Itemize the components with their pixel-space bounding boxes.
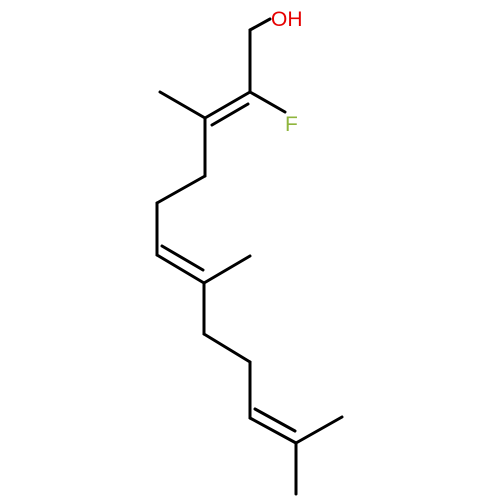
bond-c3-methyl bbox=[158, 90, 207, 120]
bond-c11-methyl-a bbox=[294, 415, 344, 445]
double-bond-c6-c7 bbox=[155, 253, 206, 285]
double-bond-c2-c3 bbox=[203, 90, 252, 120]
double-bond-c2-c3-inner bbox=[210, 102, 250, 127]
double-bond-c6-c7-inner bbox=[160, 244, 205, 272]
hydroxyl-label: OH bbox=[271, 8, 303, 31]
fluorine-label: F bbox=[285, 113, 298, 136]
double-bond-c10-c11 bbox=[248, 416, 298, 445]
bond-c7-methyl bbox=[202, 254, 252, 285]
bond-oh-ch2 bbox=[248, 17, 272, 32]
double-bond-c10-c11-inner bbox=[253, 407, 297, 433]
bond-c8-c9 bbox=[202, 332, 252, 364]
bond-c2-f bbox=[248, 90, 287, 114]
bond-c4-c5 bbox=[155, 174, 207, 205]
